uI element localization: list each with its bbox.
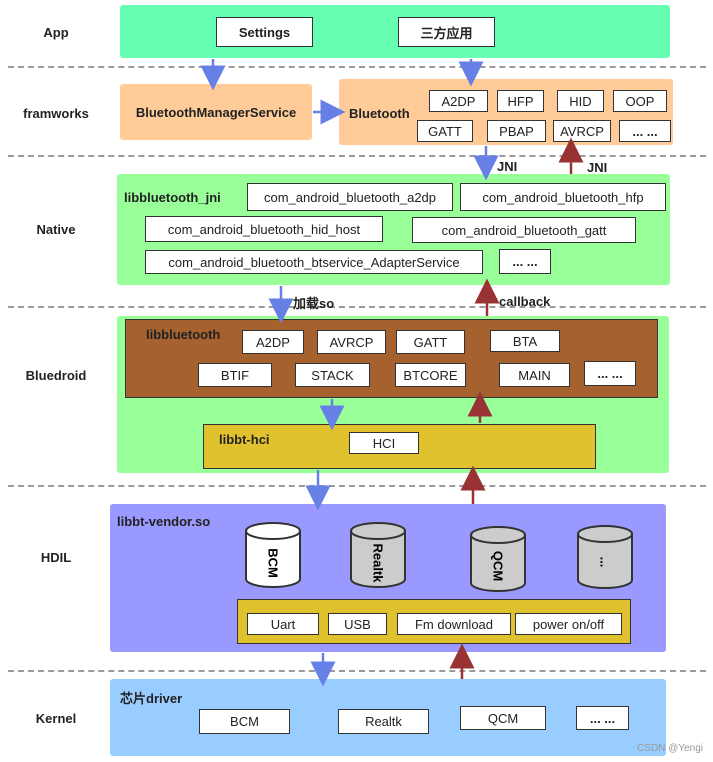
function-fm-download: Fm download xyxy=(397,613,511,635)
bluedroid-module-gatt: GATT xyxy=(396,330,465,354)
function-usb: USB xyxy=(328,613,387,635)
driver-bcm: BCM xyxy=(199,709,290,734)
libbluetooth-title: libbluetooth xyxy=(146,327,221,342)
native-module-a2dp: com_android_bluetooth_a2dp xyxy=(247,183,453,211)
jni-down-label: JNI xyxy=(497,159,518,174)
separator-bluedroid-hdil xyxy=(8,485,706,487)
libbt-hci-title: libbt-hci xyxy=(219,432,270,447)
load-so-label: 加载so xyxy=(293,296,335,311)
layer-label-bluedroid: Bluedroid xyxy=(25,368,87,383)
profile-oop: OOP xyxy=(613,90,667,112)
separator-native-bluedroid xyxy=(8,306,706,308)
function-power: power on/off xyxy=(515,613,622,635)
layer-label-native: Native xyxy=(36,222,76,237)
function-uart: Uart xyxy=(247,613,319,635)
hci-box: HCI xyxy=(349,432,419,454)
layer-label-kernel: Kernel xyxy=(35,711,77,726)
layer-label-frameworks: framworks xyxy=(23,106,89,121)
profile-hid: HID xyxy=(557,90,604,112)
driver-more: ... ... xyxy=(576,706,629,730)
bluedroid-module-avrcp: AVRCP xyxy=(317,330,386,354)
native-title: libbluetooth_jni xyxy=(124,190,221,205)
separator-hdil-kernel xyxy=(8,670,706,672)
callback-label: callback xyxy=(499,294,551,309)
native-module-gatt: com_android_bluetooth_gatt xyxy=(412,217,636,243)
manager-service-label: BluetoothManagerService xyxy=(135,104,297,120)
separator-frameworks-native xyxy=(8,155,706,157)
bluetooth-framework-title: Bluetooth xyxy=(349,106,410,121)
bluedroid-module-btif: BTIF xyxy=(198,363,272,387)
jni-up-label: JNI xyxy=(587,160,608,175)
profile-a2dp: A2DP xyxy=(429,90,488,112)
bluedroid-module-bta: BTA xyxy=(490,330,560,352)
bluedroid-module-a2dp: A2DP xyxy=(242,330,304,354)
bluedroid-module-more: ... ... xyxy=(584,361,636,386)
hdil-title: libbt-vendor.so xyxy=(117,514,211,529)
settings-box: Settings xyxy=(216,17,313,47)
profile-avrcp: AVRCP xyxy=(553,120,611,142)
watermark: CSDN @Yengi xyxy=(637,743,703,754)
manager-service-panel: BluetoothManagerService xyxy=(120,84,312,140)
profile-hfp: HFP xyxy=(497,90,544,112)
kernel-title: 芯片driver xyxy=(120,691,183,706)
driver-realtk: Realtk xyxy=(338,709,429,734)
profile-gatt: GATT xyxy=(417,120,473,142)
separator-app-frameworks xyxy=(8,66,706,68)
bluedroid-module-main: MAIN xyxy=(499,363,570,387)
bluedroid-module-stack: STACK xyxy=(295,363,370,387)
native-module-hfp: com_android_bluetooth_hfp xyxy=(460,183,666,211)
bluedroid-module-btcore: BTCORE xyxy=(395,363,466,387)
native-module-hid-host: com_android_bluetooth_hid_host xyxy=(145,216,383,242)
driver-qcm: QCM xyxy=(460,706,546,730)
native-module-more: ... ... xyxy=(499,249,551,274)
layer-label-hdil: HDIL xyxy=(40,550,72,565)
native-module-adapter-service: com_android_bluetooth_btservice_AdapterS… xyxy=(145,250,483,274)
profile-more: ... ... xyxy=(619,120,671,142)
layer-label-app: App xyxy=(43,25,69,40)
profile-pbap: PBAP xyxy=(487,120,546,142)
app-panel xyxy=(120,5,670,58)
third-party-app-box: 三方应用 xyxy=(398,17,495,47)
